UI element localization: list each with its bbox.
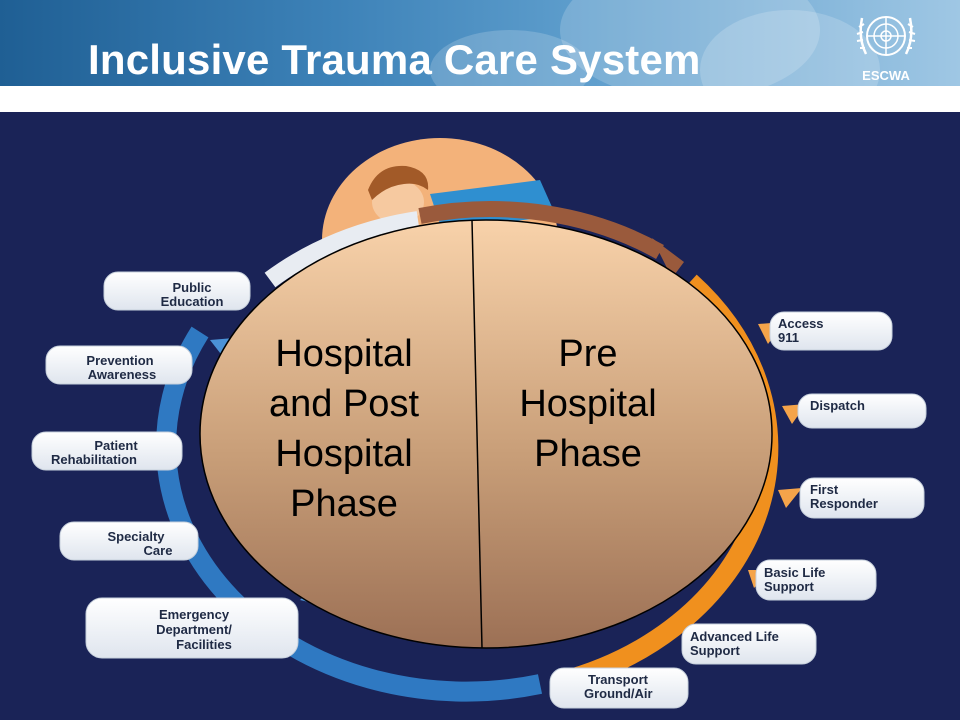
phase-label-line: Hospital xyxy=(519,383,656,425)
diagram-panel: Public Education Prevention Awareness Pa… xyxy=(0,112,960,720)
step-advanced-life-support: Advanced Life Support xyxy=(681,623,817,665)
step-label-line: First xyxy=(810,482,839,497)
step-label-line: Rehabilitation xyxy=(51,452,137,467)
step-dispatch: Dispatch xyxy=(797,393,927,429)
step-label-line: Responder xyxy=(810,496,878,511)
phase-label-line: Pre xyxy=(558,333,617,375)
header-map-texture xyxy=(560,0,820,86)
phase-label-line: Phase xyxy=(534,433,642,475)
phase-label-line: and Post xyxy=(269,383,419,425)
logo-org-name: ESCWA xyxy=(862,68,910,83)
phase-label-line: Hospital xyxy=(275,433,412,475)
step-label-line: Department/ xyxy=(156,622,232,637)
step-label-line: Support xyxy=(690,643,740,658)
header-map-texture xyxy=(430,30,590,86)
step-label-line: Basic Life xyxy=(764,565,825,580)
step-transport: Transport Ground/Air xyxy=(549,667,689,709)
step-label-line: Prevention xyxy=(86,353,153,368)
left-step-labels: Public Education Prevention Awareness Pa… xyxy=(31,271,299,659)
escwa-logo: ESCWA xyxy=(852,8,920,84)
step-label-line: Dispatch xyxy=(810,398,865,413)
phase-oval: Hospital and Post Hospital Phase Pre Hos… xyxy=(199,219,773,649)
hospital-phase-label: Hospital and Post Hospital Phase xyxy=(269,333,419,525)
step-basic-life-support: Basic Life Support xyxy=(755,559,877,601)
step-label-line: Support xyxy=(764,579,814,594)
step-access-911: Access 911 xyxy=(769,311,893,351)
step-label-line: 911 xyxy=(778,330,799,345)
step-label-line: Patient xyxy=(94,438,138,453)
step-emergency-department: Emergency Department/ Facilities xyxy=(85,597,299,659)
step-label-line: Access xyxy=(778,316,824,331)
step-patient-rehabilitation: Patient Rehabilitation xyxy=(31,431,183,471)
un-emblem-icon xyxy=(856,16,916,56)
step-specialty-care: Specialty Care xyxy=(59,521,199,561)
pre-hospital-phase-label: Pre Hospital Phase xyxy=(519,333,656,475)
step-label-line: Care xyxy=(144,543,173,558)
step-public-education: Public Education xyxy=(103,271,251,311)
step-label-line: Transport xyxy=(588,672,649,687)
step-label-line: Advanced Life xyxy=(690,629,779,644)
step-label-line: Awareness xyxy=(88,367,156,382)
slide-header: Inclusive Trauma Care System ESCWA xyxy=(0,0,960,86)
step-prevention-awareness: Prevention Awareness xyxy=(45,345,193,385)
right-step-labels: Access 911 Dispatch First Responder Basi… xyxy=(549,311,927,709)
phase-divider xyxy=(471,219,483,649)
step-label-line: Emergency xyxy=(159,607,230,622)
trauma-care-cycle-diagram: Public Education Prevention Awareness Pa… xyxy=(31,138,927,709)
step-label-line: Facilities xyxy=(176,637,232,652)
slide-title: Inclusive Trauma Care System xyxy=(88,36,701,83)
step-label-line: Public xyxy=(172,280,211,295)
step-first-responder: First Responder xyxy=(799,477,925,519)
phase-label-line: Phase xyxy=(290,483,398,525)
header-separator xyxy=(0,86,960,112)
step-label-line: Ground/Air xyxy=(584,686,653,701)
phase-label-line: Hospital xyxy=(275,333,412,375)
step-label-line: Specialty xyxy=(107,529,165,544)
step-label-line: Education xyxy=(161,294,224,309)
